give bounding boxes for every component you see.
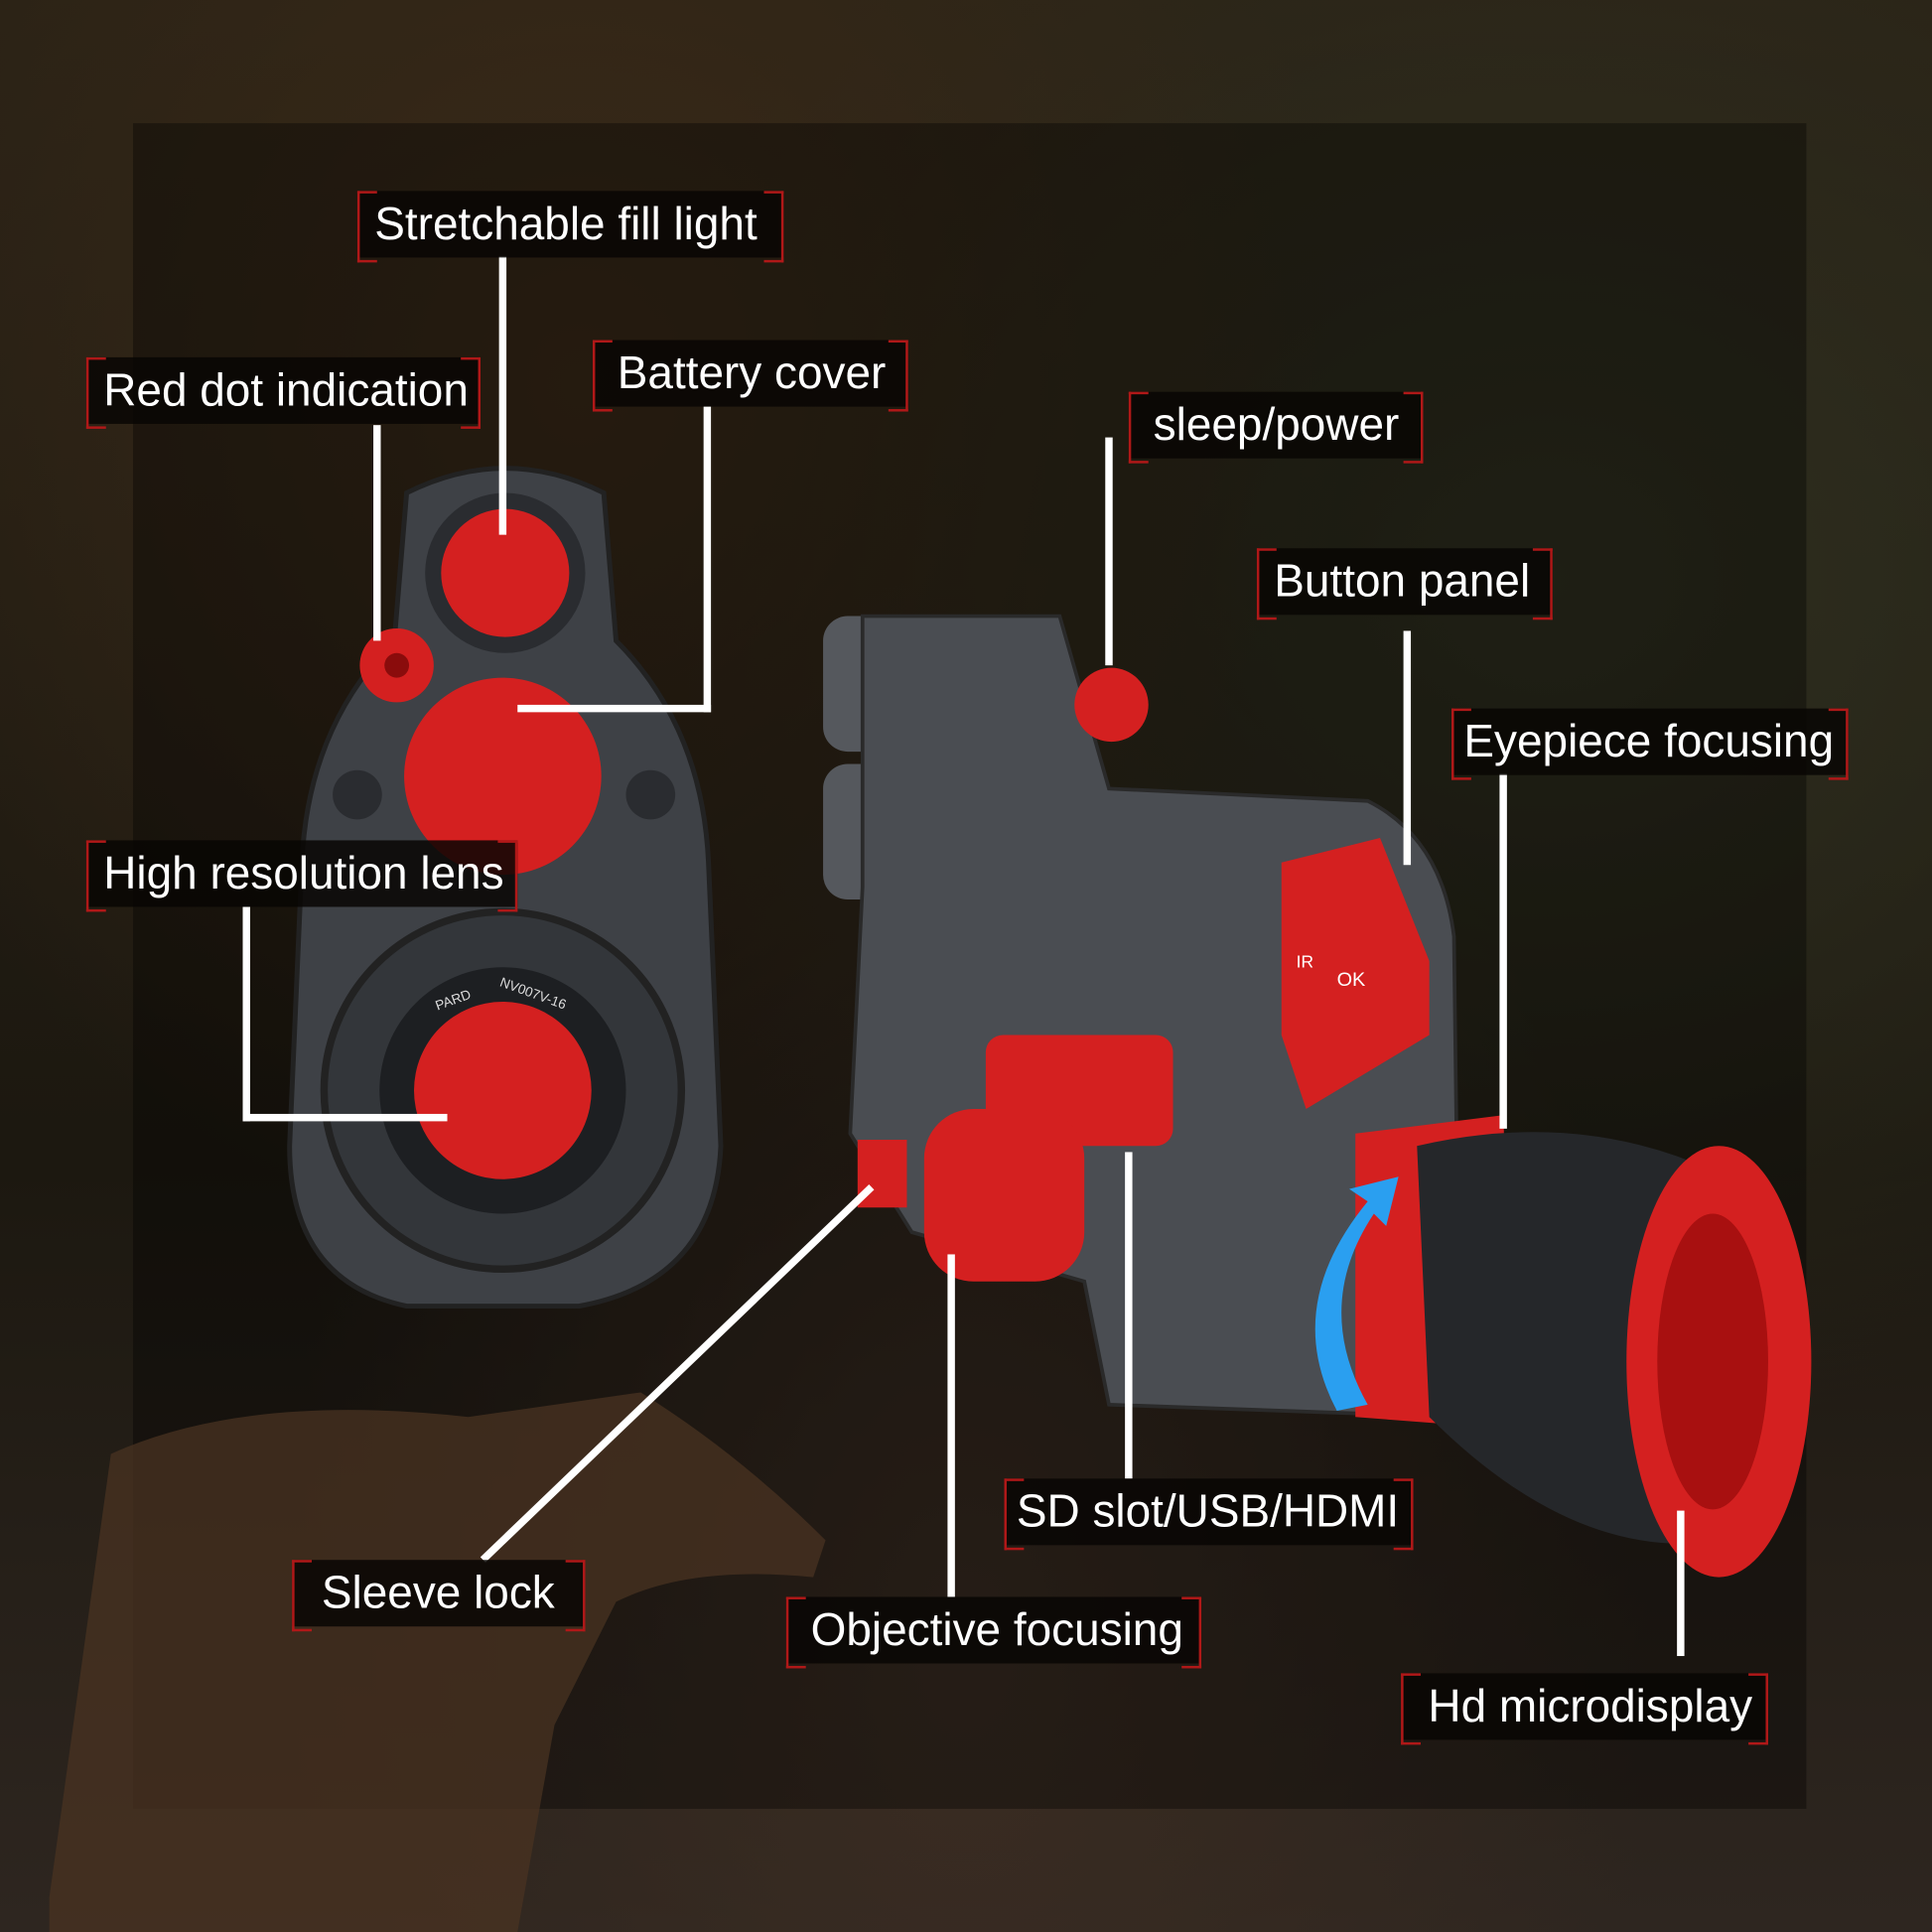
pointer-line (1105, 437, 1113, 666)
label-sleep-power: sleep/power (1128, 391, 1424, 464)
pointer-line (242, 1113, 448, 1122)
label-objective: Objective focusing (785, 1596, 1202, 1669)
label-sleeve-lock: Sleeve lock (292, 1560, 586, 1632)
label-fill-light: Stretchable fill light (356, 191, 784, 263)
label-red-dot: Red dot indication (85, 356, 482, 429)
ir-text: IR (1297, 951, 1313, 971)
pointer-line (373, 425, 381, 641)
deer (49, 1392, 826, 1932)
pointer-line (1125, 1152, 1133, 1479)
label-lens: High resolution lens (85, 840, 518, 912)
pointer-line (1499, 773, 1507, 1129)
pointer-line (1677, 1510, 1685, 1657)
pointer-line (703, 406, 712, 713)
label-battery-cover: Battery cover (592, 340, 908, 412)
pointer-line (1403, 630, 1412, 866)
pointer-line (242, 906, 250, 1122)
label-microdisplay: Hd microdisplay (1401, 1673, 1768, 1745)
side-device: OK IR (823, 614, 1812, 1578)
pointer-line (947, 1254, 955, 1597)
label-sd-slot: SD slot/USB/HDMI (1004, 1478, 1414, 1551)
rotation-arrow-icon (1314, 1176, 1399, 1412)
pointer-line (498, 256, 507, 535)
label-eyepiece: Eyepiece focusing (1451, 708, 1849, 780)
ok-text: OK (1337, 969, 1366, 991)
pointer-line (517, 704, 712, 713)
label-button-panel: Button panel (1256, 548, 1553, 621)
